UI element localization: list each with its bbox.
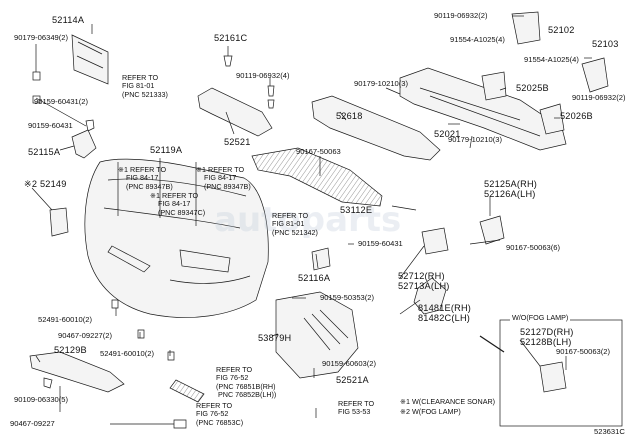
label-52491-60010-a: 52491-60010(2) <box>38 315 93 324</box>
label-90167-50063-b: 90167-50063(6) <box>506 243 561 252</box>
label-90467-09227-b: 90467-09227 <box>10 419 55 428</box>
label-52161c: 52161C <box>214 33 248 43</box>
label-52021: 52021 <box>434 129 461 139</box>
label-90179-10210-b: 90179-10210(3) <box>448 135 503 144</box>
label-90167-50063-c: 90167-50063(2) <box>556 347 611 356</box>
label-wo-fog-lamp: W/O(FOG LAMP) <box>510 313 571 322</box>
label-52149: ※2 52149 <box>24 179 67 189</box>
part-52618-absorber <box>311 95 441 161</box>
label-81482c: 81482C(LH) <box>418 313 471 323</box>
label-52025b: 52025B <box>516 83 549 93</box>
part-52102-bracket <box>511 11 541 45</box>
label-52712: 52712(RH) <box>398 271 445 281</box>
label-90159-60603: 90159-60603(2) <box>322 359 377 368</box>
label-90119-06932-2a: 90119-06932(2) <box>434 11 488 20</box>
label-52115a: 52115A <box>28 147 61 157</box>
part-52521-bracket <box>197 87 273 137</box>
label-90179-06349: 90179-06349(2) <box>14 33 69 42</box>
label-52713a: 52713A(LH) <box>398 281 450 291</box>
part-clip-90159 <box>32 95 41 104</box>
part-52161c-clip <box>223 55 233 67</box>
label-91554-a1025-a: 91554-A1025(4) <box>450 35 505 44</box>
label-90159-60431-2: 90159-60431(2) <box>34 97 89 106</box>
label-52119a: 52119A <box>150 145 183 155</box>
part-52712-lamp-bracket <box>421 227 449 255</box>
label-52026b: 52026B <box>560 111 593 121</box>
part-52025b-bracket <box>481 71 507 101</box>
ref-fig-84-17-a: ※1 REFER TO FIG 84-17 (PNC 89347B) <box>118 165 173 191</box>
part-52103-bracket <box>581 57 609 93</box>
part-52021-reinforcement <box>399 67 567 151</box>
label-52491-60010-b: 52491-60010(2) <box>100 349 155 358</box>
ref-fig-84-17-c: ※1 REFER TO FIG 84-17 (PNC 89347C) <box>150 191 206 217</box>
ref-fig-76-52-a: REFER TO FIG 76-52 (PNC 76851B(RH) PNC 7… <box>216 365 277 400</box>
part-53879h-liner <box>275 291 359 379</box>
part-52116a-retainer <box>311 247 331 271</box>
label-90109-06330: 90109-06330(5) <box>14 395 69 404</box>
part-bolt-90159 <box>85 119 95 132</box>
label-52116a: 52116A <box>298 273 331 283</box>
label-52114a: 52114A <box>52 15 85 25</box>
label-81481e: 81481E(RH) <box>418 303 472 313</box>
part-52129b-under-cover <box>29 351 125 393</box>
label-90167-50063-a: 90167-50063 <box>296 147 341 156</box>
label-52129b: 52129B <box>54 345 87 355</box>
label-52127d: 52127D(RH) <box>520 327 574 337</box>
ref-fig-76-52-b: REFER TO FIG 76-52 (PNC 76853C) <box>196 401 244 427</box>
label-52103: 52103 <box>592 39 619 49</box>
part-52149-cover <box>49 207 69 237</box>
label-52102: 52102 <box>548 25 575 35</box>
label-90119-06932-4: 90119-06932(4) <box>236 71 290 80</box>
part-52127d-cover <box>539 361 567 393</box>
ref-fig-53-53: REFER TO FIG 53-53 <box>338 399 375 417</box>
diagram-id: 523631C <box>594 427 625 436</box>
label-52521: 52521 <box>224 137 251 147</box>
label-90119-06932-2b: 90119-06932(2) <box>572 93 626 102</box>
label-90159-60431-a: 90159-60431 <box>28 121 73 130</box>
label-52126a: 52126A(LH) <box>484 189 536 199</box>
label-52521a: 52521A <box>336 375 369 385</box>
part-81481e-fog-lamp <box>413 277 447 315</box>
label-90467-09227-a: 90467-09227(2) <box>58 331 113 340</box>
part-52026b-bracket <box>539 103 565 135</box>
label-53112e: 53112E <box>340 205 373 215</box>
label-52128b: 52128B(LH) <box>520 337 572 347</box>
label-91554-a1025-b: 91554-A1025(4) <box>524 55 579 64</box>
footnote-fog-lamp: ※2 W(FOG LAMP) <box>400 407 461 416</box>
part-52114a-plate <box>71 34 109 85</box>
ref-fig-81-01-b: REFER TO FIG 81-01 (PNC 521342) <box>272 211 318 237</box>
part-52115a-bracket <box>71 129 97 159</box>
label-90179-10210-a: 90179-10210(3) <box>354 79 409 88</box>
part-garnish-76851b <box>169 379 205 403</box>
ref-fig-81-01-a: REFER TO FIG 81-01 (PNC 521333) <box>122 73 168 99</box>
label-52618: 52618 <box>336 111 363 121</box>
label-52125a: 52125A(RH) <box>484 179 538 189</box>
label-53879h: 53879H <box>258 333 292 343</box>
label-90159-50353: 90159-50353(2) <box>320 293 375 302</box>
footnote-clearance-sonar: ※1 W(CLEARANCE SONAR) <box>400 397 496 406</box>
part-52119a-bumper-cover <box>84 158 269 318</box>
label-90159-60431-b: 90159-60431 <box>358 239 403 248</box>
ref-fig-84-17-b: ※1 REFER TO FIG 84-17 (PNC 89347B) <box>196 165 251 191</box>
part-clip-90179 <box>32 71 41 81</box>
part-52125a-cover <box>479 215 505 245</box>
part-53112e-grille <box>251 147 383 207</box>
watermark: autoparts <box>214 200 402 240</box>
